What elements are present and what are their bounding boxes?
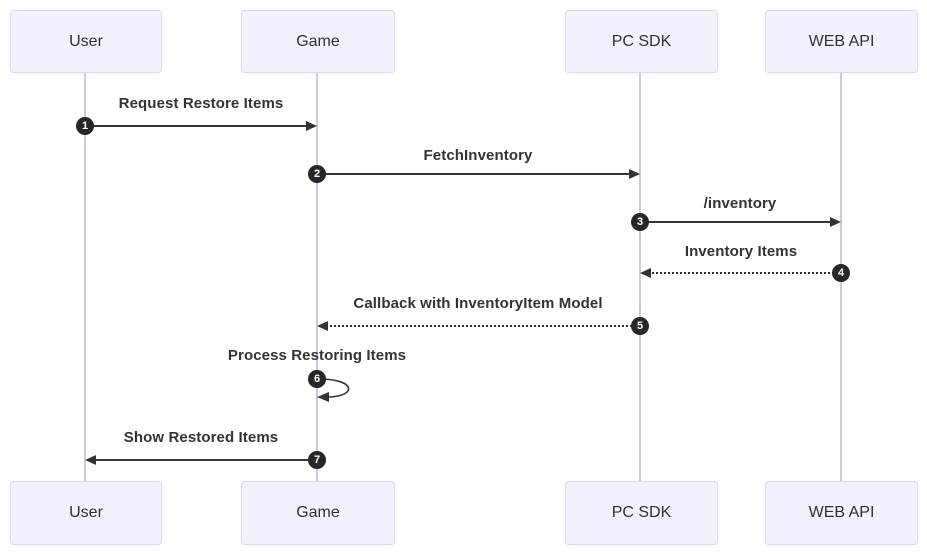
actor-web-api-bottom: WEB API (765, 481, 918, 545)
actor-pc-sdk-bottom: PC SDK (565, 481, 718, 545)
arrow-shaft (649, 272, 841, 274)
message-label-3: /inventory (703, 195, 777, 212)
message-arrow-4 (640, 266, 841, 280)
arrow-shaft (640, 221, 832, 223)
arrow-shaft (317, 173, 631, 175)
actor-pc-sdk-top: PC SDK (565, 10, 718, 73)
self-loop-arrow (317, 378, 350, 402)
message-arrow-3 (640, 215, 841, 229)
arrowhead-left-icon (640, 268, 651, 278)
message-label-7: Show Restored Items (123, 429, 279, 446)
actor-label: Game (296, 504, 340, 521)
message-arrow-7 (85, 453, 317, 467)
arrowhead-right-icon (830, 217, 841, 227)
actor-label: PC SDK (611, 504, 672, 521)
arrowhead-left-icon (85, 455, 96, 465)
message-label-6: Process Restoring Items (227, 347, 407, 364)
message-label-1: Request Restore Items (118, 95, 284, 112)
message-arrow-2 (317, 167, 640, 181)
sequence-number-badge: 5 (631, 317, 649, 335)
sequence-number-badge: 4 (832, 264, 850, 282)
arrow-shaft (94, 459, 317, 461)
actor-user-top: User (10, 10, 162, 73)
actor-label: WEB API (808, 32, 875, 50)
actor-label: User (69, 504, 103, 521)
arrowhead-right-icon (629, 169, 640, 179)
message-label-4: Inventory Items (684, 243, 798, 260)
arrowhead-right-icon (306, 121, 317, 131)
actor-label: WEB API (808, 504, 875, 521)
message-arrow-5 (317, 319, 640, 333)
actor-label: User (69, 32, 103, 50)
sequence-number-badge: 3 (631, 213, 649, 231)
actor-label: PC SDK (611, 32, 672, 50)
sequence-number-badge: 1 (76, 117, 94, 135)
sequence-number-badge: 7 (308, 451, 326, 469)
sequence-number-badge: 6 (308, 370, 326, 388)
lifeline-user (84, 73, 86, 481)
actor-label: Game (296, 32, 340, 50)
arrow-shaft (85, 125, 308, 127)
message-arrow-1 (85, 119, 317, 133)
arrowhead-left-icon (317, 321, 328, 331)
lifeline-game (316, 73, 318, 481)
actor-game-top: Game (241, 10, 395, 73)
sequence-number-badge: 2 (308, 165, 326, 183)
message-label-5: Callback with InventoryItem Model (353, 295, 603, 312)
actor-web-api-top: WEB API (765, 10, 918, 73)
actor-user-bottom: User (10, 481, 162, 545)
message-label-2: FetchInventory (423, 147, 533, 164)
actor-game-bottom: Game (241, 481, 395, 545)
arrow-shaft (326, 325, 640, 327)
